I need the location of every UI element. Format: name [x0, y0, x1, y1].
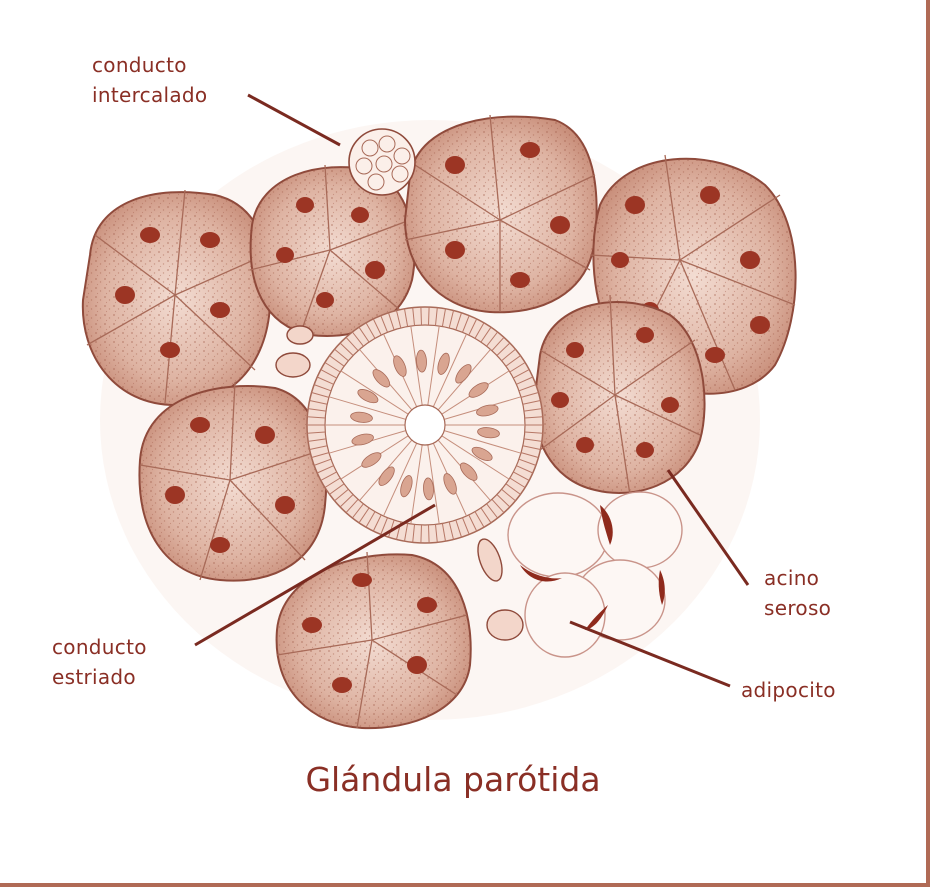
label-line-1: acino — [764, 563, 831, 593]
acinus-top-center — [405, 115, 597, 312]
acinus-left-lower — [139, 382, 326, 581]
label-conducto-estriado: conducto estriado — [52, 632, 147, 692]
leader-line-conducto-intercalado — [248, 95, 340, 145]
label-line-2: seroso — [764, 593, 831, 623]
label-adipocito: adipocito — [741, 675, 836, 705]
acinus-right-middle — [534, 295, 704, 495]
intercalated-duct — [349, 129, 415, 195]
label-line-2: intercalado — [92, 80, 207, 110]
label-acino-seroso: acino seroso — [764, 563, 831, 623]
striated-duct — [307, 307, 543, 543]
label-conducto-intercalado: conducto intercalado — [92, 50, 207, 110]
diagram-title: Glándula parótida — [0, 760, 906, 799]
label-line-1: conducto — [52, 632, 147, 662]
label-line-2: estriado — [52, 662, 147, 692]
acinus-left-upper — [83, 190, 271, 405]
label-line-1: conducto — [92, 50, 207, 80]
